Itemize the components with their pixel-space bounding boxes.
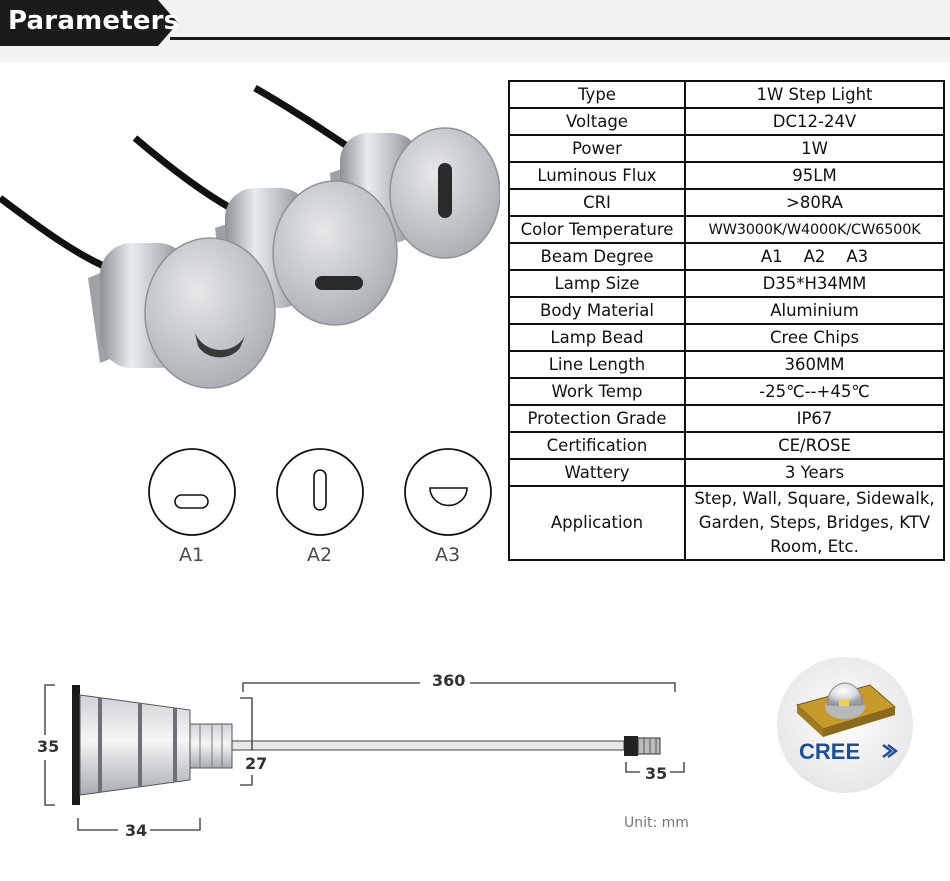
led-chip-icon bbox=[795, 682, 897, 737]
profile-label-a3: A3 bbox=[435, 544, 461, 566]
table-row: Work Temp-25℃--+45℃ bbox=[508, 377, 945, 406]
dim-connector: 35 bbox=[645, 764, 668, 783]
cree-badge: CREE bbox=[777, 657, 913, 793]
page-title: Parameters bbox=[8, 6, 180, 36]
spec-value: 1W Step Light bbox=[684, 80, 945, 109]
lamp-body bbox=[79, 694, 191, 796]
profile-label-a1: A1 bbox=[179, 544, 205, 566]
dim-cable-length: 360 bbox=[432, 671, 466, 690]
spec-value: WW3000K/W4000K/CW6500K bbox=[684, 215, 945, 244]
spec-key: Lamp Bead bbox=[508, 323, 686, 352]
badge-brand: CREE bbox=[799, 739, 860, 764]
header-tab bbox=[0, 0, 178, 46]
cable-gland bbox=[189, 723, 233, 769]
connector bbox=[624, 736, 661, 756]
spec-value: IP67 bbox=[684, 404, 945, 433]
beam-profiles bbox=[148, 448, 492, 536]
dim-gland: 27 bbox=[245, 754, 268, 773]
spec-value: -25℃--+45℃ bbox=[684, 377, 945, 406]
spec-key: Voltage bbox=[508, 107, 686, 136]
spec-key: Body Material bbox=[508, 296, 686, 325]
profile-a1-icon bbox=[148, 448, 236, 536]
dim-height: 35 bbox=[37, 737, 60, 756]
spec-key: Luminous Flux bbox=[508, 161, 686, 190]
spec-value: 1W bbox=[684, 134, 945, 163]
spec-key: CRI bbox=[508, 188, 686, 217]
spec-value: Cree Chips bbox=[684, 323, 945, 352]
spec-key: Type bbox=[508, 80, 686, 109]
header-bar: Parameters bbox=[0, 0, 950, 62]
spec-value: 360MM bbox=[684, 350, 945, 379]
spec-value: >80RA bbox=[684, 188, 945, 217]
spec-key: Work Temp bbox=[508, 377, 686, 406]
spec-key: Line Length bbox=[508, 350, 686, 379]
table-row: CRI>80RA bbox=[508, 188, 945, 217]
spec-key: Wattery bbox=[508, 458, 686, 487]
spec-value: D35*H34MM bbox=[684, 269, 945, 298]
spec-key: Lamp Size bbox=[508, 269, 686, 298]
cree-logo-icon bbox=[882, 744, 898, 758]
spec-key: Application bbox=[508, 485, 686, 561]
spec-value: CE/ROSE bbox=[684, 431, 945, 460]
fixture-1 bbox=[88, 237, 276, 389]
spec-key: Color Temperature bbox=[508, 215, 686, 244]
product-photo bbox=[0, 84, 500, 389]
spec-value: A1 A2 A3 bbox=[684, 242, 945, 271]
profile-a3-icon bbox=[404, 448, 492, 536]
spec-key: Certification bbox=[508, 431, 686, 460]
cable bbox=[231, 740, 625, 751]
dim-body-width: 34 bbox=[125, 821, 148, 840]
spec-value: 95LM bbox=[684, 161, 945, 190]
spec-value: Step, Wall, Square, Sidewalk, Garden, St… bbox=[684, 485, 945, 561]
flange bbox=[72, 685, 80, 805]
spec-key: Protection Grade bbox=[508, 404, 686, 433]
unit-label: Unit: mm bbox=[624, 815, 689, 831]
header-rule bbox=[170, 37, 950, 40]
spec-value: DC12-24V bbox=[684, 107, 945, 136]
spec-value: 3 Years bbox=[684, 458, 945, 487]
dimension-drawing bbox=[44, 682, 685, 831]
spec-key: Power bbox=[508, 134, 686, 163]
spec-value: Aluminium bbox=[684, 296, 945, 325]
spec-key: Beam Degree bbox=[508, 242, 686, 271]
profile-a2-icon bbox=[276, 448, 364, 536]
profile-label-a2: A2 bbox=[307, 544, 333, 566]
